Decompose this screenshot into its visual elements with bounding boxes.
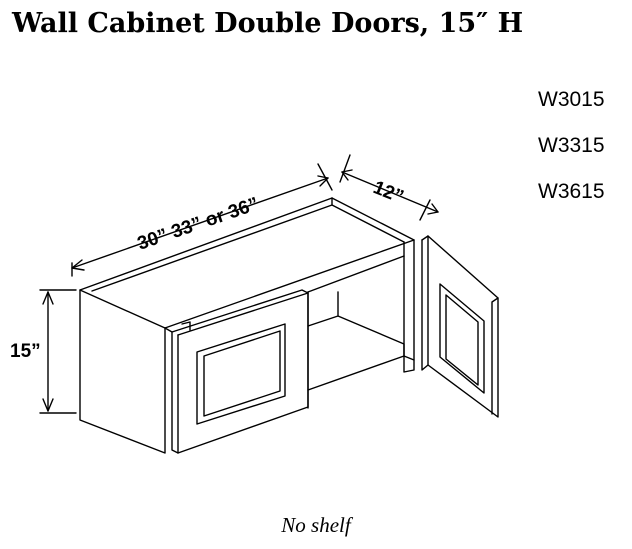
cabinet-interior bbox=[307, 255, 415, 409]
depth-dimension: 12” bbox=[339, 154, 439, 221]
width-dimension: 30” 33” or 36” bbox=[71, 163, 333, 277]
page-title: Wall Cabinet Double Doors, 15″ H bbox=[12, 8, 524, 39]
height-dimension: 15” bbox=[10, 289, 77, 414]
height-dimension-label: 15” bbox=[10, 341, 41, 362]
left-door bbox=[164, 289, 309, 454]
model-code-w3615: W3615 bbox=[538, 180, 605, 203]
width-dimension-label: 30” 33” or 36” bbox=[135, 194, 262, 255]
caption-no-shelf: No shelf bbox=[281, 513, 351, 537]
cabinet-body bbox=[79, 197, 415, 454]
model-code-w3015: W3015 bbox=[538, 88, 605, 111]
depth-dimension-label: 12” bbox=[370, 177, 406, 208]
right-door bbox=[421, 235, 499, 418]
model-code-w3315: W3315 bbox=[538, 134, 605, 157]
